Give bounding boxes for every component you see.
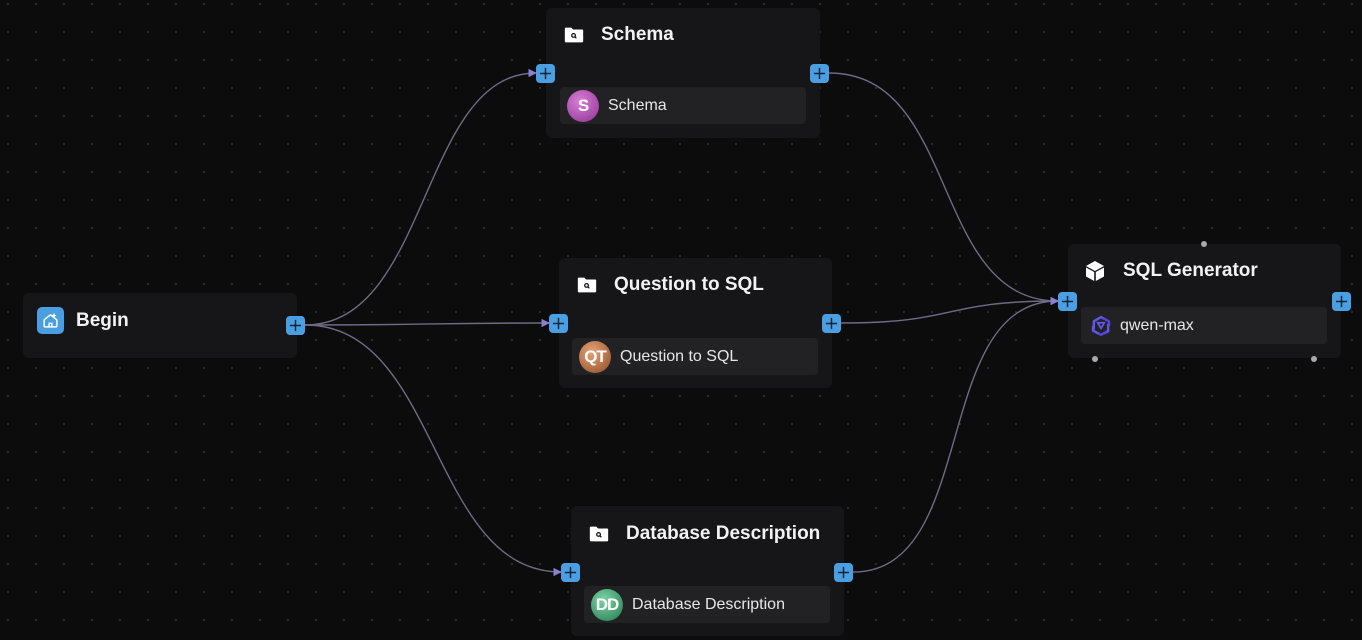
edge-dbdesc-sqlgen[interactable] [852, 296, 1059, 573]
sqlgen-input-handle[interactable] [1058, 292, 1077, 311]
qwen-logo-icon [1091, 315, 1111, 336]
node-question-to-sql[interactable]: Question to SQL QT Question to SQL [559, 258, 832, 388]
folder-search-icon [589, 526, 609, 542]
sub-item-label: Database Description [632, 595, 785, 613]
sqlgen-output-handle[interactable] [1332, 292, 1351, 311]
folder-search-icon [577, 277, 597, 293]
folder-search-icon [564, 27, 584, 43]
avatar: S [567, 89, 599, 122]
node-title: Begin [76, 309, 129, 331]
node-sql-generator[interactable]: SQL Generator qwen-max [1068, 244, 1341, 358]
sqlgen-top-handle[interactable] [1201, 241, 1207, 247]
edge-begin-dbdesc[interactable] [304, 324, 562, 577]
avatar: DD [591, 588, 623, 621]
edge-schema-sqlgen[interactable] [828, 72, 1059, 306]
home-icon [37, 307, 64, 334]
dbdesc-output-handle[interactable] [834, 563, 853, 582]
sqlgen-bottom-right-handle[interactable] [1311, 356, 1317, 362]
edge-question-sqlgen[interactable] [840, 296, 1059, 324]
begin-output-handle[interactable] [286, 316, 305, 335]
node-schema[interactable]: Schema S Schema [546, 8, 820, 138]
node-title: SQL Generator [1123, 260, 1258, 281]
node-begin[interactable]: Begin [23, 293, 297, 358]
node-database-description[interactable]: Database Description DD Database Descrip… [571, 506, 844, 636]
sub-item-label: Question to SQL [620, 347, 739, 365]
sub-item-question-to-sql[interactable]: QT Question to SQL [572, 338, 818, 375]
sub-item-label: Schema [608, 96, 667, 114]
edge-begin-schema[interactable] [304, 68, 537, 326]
node-title: Database Description [626, 523, 821, 544]
dbdesc-input-handle[interactable] [561, 563, 580, 582]
node-title: Schema [601, 24, 674, 45]
sub-item-model[interactable]: qwen-max [1081, 307, 1327, 344]
node-title: Question to SQL [614, 274, 764, 295]
edge-begin-question[interactable] [304, 318, 550, 328]
schema-output-handle[interactable] [810, 64, 829, 83]
cube-icon [1086, 261, 1104, 281]
sub-item-schema[interactable]: S Schema [560, 87, 806, 124]
avatar: QT [579, 340, 611, 373]
schema-input-handle[interactable] [536, 64, 555, 83]
sub-item-database-description[interactable]: DD Database Description [584, 586, 830, 623]
question-output-handle[interactable] [822, 314, 841, 333]
sqlgen-bottom-left-handle[interactable] [1092, 356, 1098, 362]
question-input-handle[interactable] [549, 314, 568, 333]
sub-item-label: qwen-max [1120, 316, 1194, 334]
